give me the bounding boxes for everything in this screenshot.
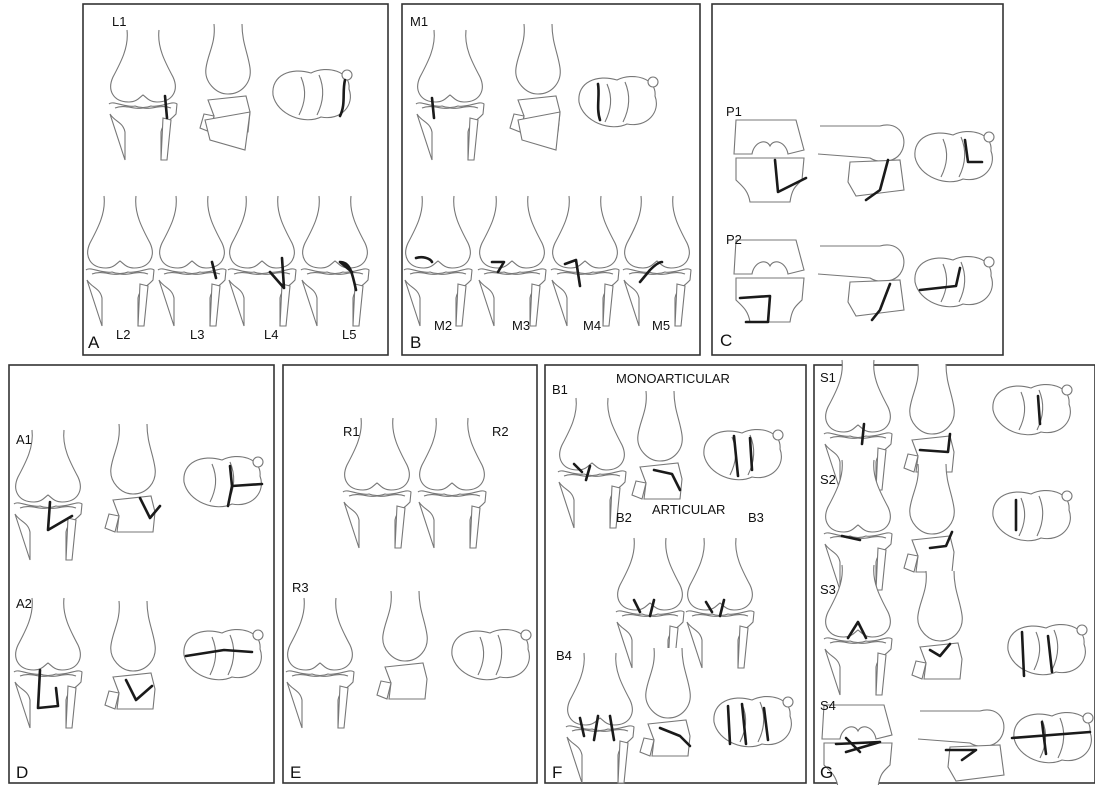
label-s4: S4	[820, 698, 836, 713]
label-s3: S3	[820, 582, 836, 597]
label-a2: A2	[16, 596, 32, 611]
panel-letter-d: D	[16, 763, 28, 782]
label-b1: B1	[552, 382, 568, 397]
label-b4: B4	[556, 648, 572, 663]
panel-letter-e: E	[290, 763, 301, 782]
label-p2: P2	[726, 232, 742, 247]
label-s2: S2	[820, 472, 836, 487]
label-l4: L4	[264, 327, 278, 342]
label-l5: L5	[342, 327, 356, 342]
label-m4: M4	[583, 318, 601, 333]
panel-letter-b: B	[410, 333, 421, 352]
panel-f: MONOARTICULAR ARTICULAR B1 B2 B3 B4 F	[545, 365, 806, 783]
panel-e: R1 R2 R3 E	[283, 365, 537, 783]
panel-c: P1 P2 C	[712, 4, 1003, 355]
label-r1: R1	[343, 424, 360, 439]
label-b2: B2	[616, 510, 632, 525]
label-s1: S1	[820, 370, 836, 385]
label-r3: R3	[292, 580, 309, 595]
panel-b: M1 M2 M3 M4 M5 B	[402, 4, 700, 355]
label-p1: P1	[726, 104, 742, 119]
heading-articular: ARTICULAR	[652, 502, 725, 517]
label-l2: L2	[116, 327, 130, 342]
panel-letter-a: A	[88, 333, 100, 352]
panel-g: S1 S2 S3 S4 G	[814, 360, 1095, 785]
label-m3: M3	[512, 318, 530, 333]
panel-d: A1 A2 D	[9, 365, 274, 783]
panel-letter-g: G	[820, 763, 833, 782]
label-a1: A1	[16, 432, 32, 447]
heading-monoarticular: MONOARTICULAR	[616, 371, 730, 386]
label-r2: R2	[492, 424, 509, 439]
panel-a: L1 L2 L3 L4 L5 A	[83, 4, 388, 355]
label-l3: L3	[190, 327, 204, 342]
label-m5: M5	[652, 318, 670, 333]
label-l1: L1	[112, 14, 126, 29]
panel-letter-c: C	[720, 331, 732, 350]
panel-letter-f: F	[552, 763, 562, 782]
label-m1: M1	[410, 14, 428, 29]
label-m2: M2	[434, 318, 452, 333]
label-b3: B3	[748, 510, 764, 525]
